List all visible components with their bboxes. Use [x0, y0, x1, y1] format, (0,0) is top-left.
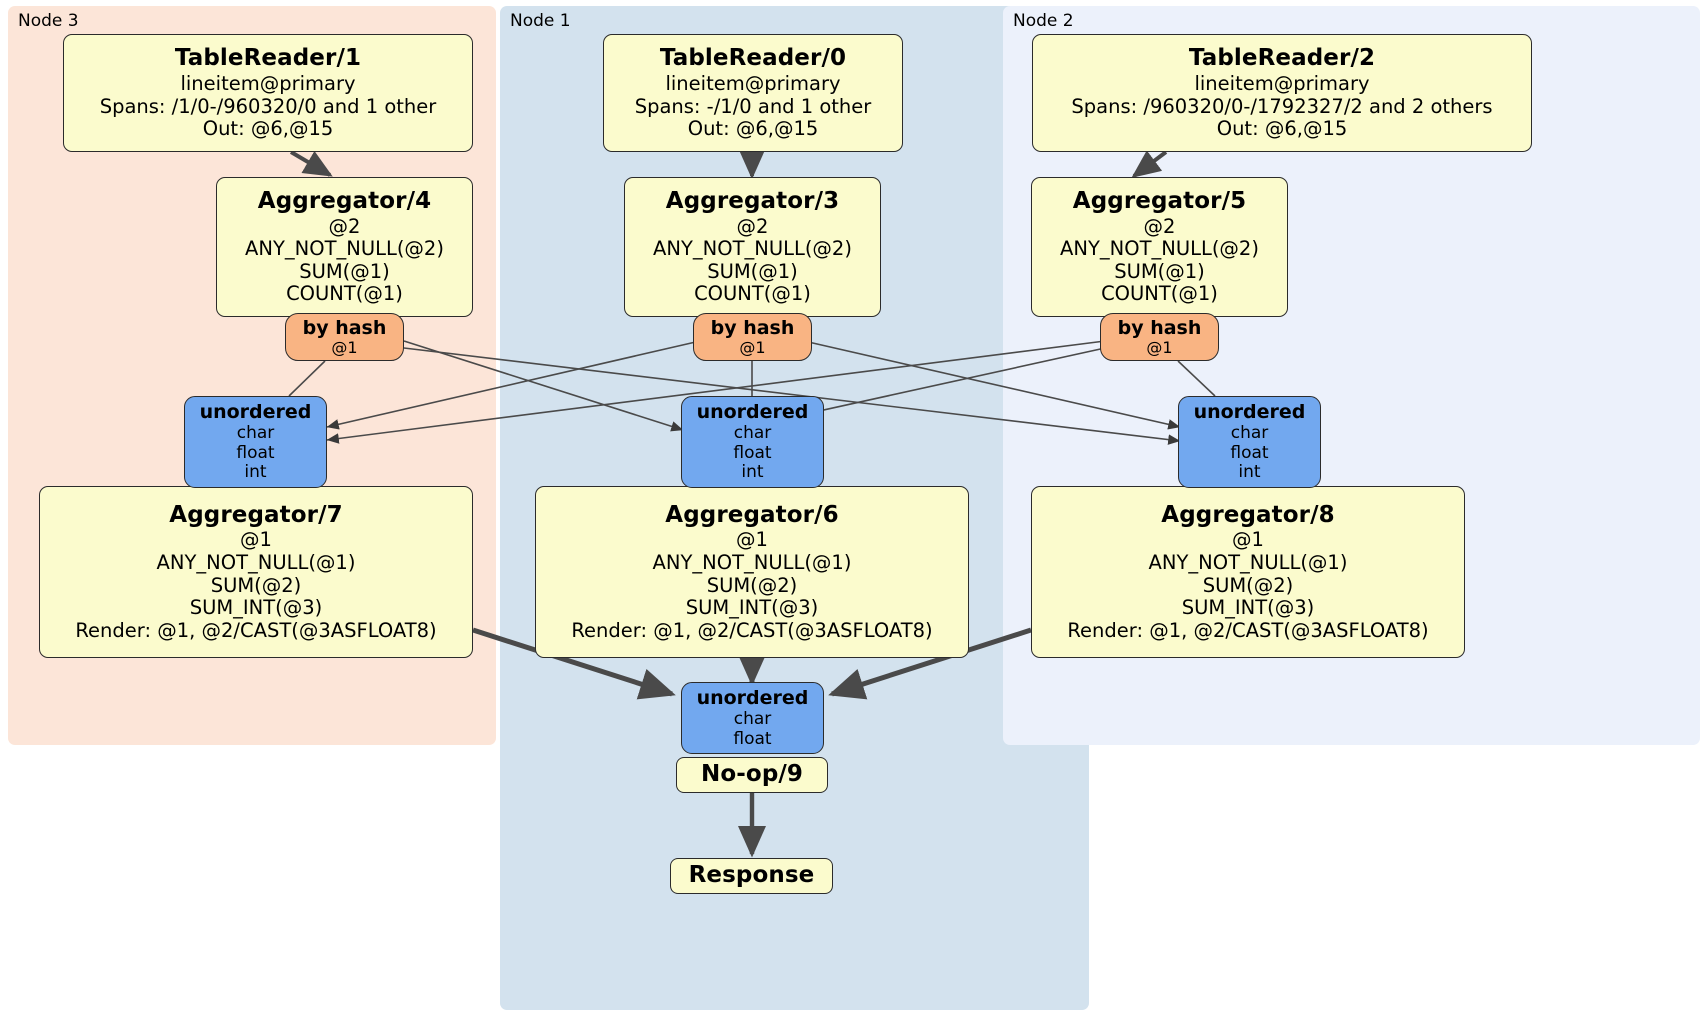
processor-detail: SUM_INT(@3): [685, 596, 819, 620]
router-by-hash-node1[interactable]: by hash @1: [693, 313, 812, 361]
processor-detail: Out: @6,@15: [1216, 117, 1348, 141]
router-detail: @1: [739, 337, 766, 357]
processor-title: TableReader/1: [174, 45, 362, 72]
processor-detail: ANY_NOT_NULL(@1): [1148, 550, 1348, 574]
processor-aggregator-4[interactable]: Aggregator/4 @2 ANY_NOT_NULL(@2) SUM(@1)…: [216, 177, 473, 317]
processor-tablereader-0[interactable]: TableReader/0 lineitem@primary Spans: -/…: [603, 34, 903, 152]
synchronizer-type: char: [733, 708, 772, 729]
processor-detail: SUM_INT(@3): [189, 596, 323, 620]
processor-detail: COUNT(@1): [694, 282, 811, 306]
synchronizer-type: int: [1238, 462, 1261, 483]
node-panel-label-node1: Node 1: [510, 11, 571, 31]
processor-title: Aggregator/8: [1161, 501, 1335, 528]
processor-detail: Spans: -/1/0 and 1 other: [634, 94, 872, 118]
processor-response[interactable]: Response: [670, 858, 833, 894]
synchronizer-unordered-final[interactable]: unordered char float: [681, 682, 824, 754]
synchronizer-unordered-node1[interactable]: unordered char float int: [681, 396, 824, 488]
node-panel-label-node3: Node 3: [18, 11, 79, 31]
processor-title: TableReader/2: [1188, 45, 1376, 72]
processor-title: Aggregator/6: [665, 501, 839, 528]
synchronizer-title: unordered: [696, 686, 809, 709]
processor-detail: lineitem@primary: [1194, 71, 1370, 95]
processor-title: TableReader/0: [659, 45, 847, 72]
processor-detail: ANY_NOT_NULL(@2): [653, 237, 852, 261]
processor-aggregator-8[interactable]: Aggregator/8 @1 ANY_NOT_NULL(@1) SUM(@2)…: [1031, 486, 1465, 658]
synchronizer-unordered-node3[interactable]: unordered char float int: [184, 396, 327, 488]
synchronizer-title: unordered: [199, 400, 312, 423]
processor-title: Aggregator/7: [169, 501, 343, 528]
processor-detail: Render: @1, @2/CAST(@3ASFLOAT8): [1067, 618, 1429, 642]
node-panel-label-node2: Node 2: [1013, 11, 1074, 31]
processor-aggregator-6[interactable]: Aggregator/6 @1 ANY_NOT_NULL(@1) SUM(@2)…: [535, 486, 969, 658]
synchronizer-type: float: [1230, 442, 1269, 463]
processor-detail: Out: @6,@15: [687, 117, 819, 141]
processor-detail: lineitem@primary: [665, 71, 841, 95]
processor-detail: Render: @1, @2/CAST(@3ASFLOAT8): [75, 618, 437, 642]
synchronizer-type: char: [1230, 422, 1269, 443]
processor-detail: ANY_NOT_NULL(@1): [652, 550, 852, 574]
processor-detail: Spans: /960320/0-/1792327/2 and 2 others: [1071, 94, 1493, 118]
synchronizer-unordered-node2[interactable]: unordered char float int: [1178, 396, 1321, 488]
processor-detail: SUM_INT(@3): [1181, 596, 1315, 620]
processor-detail: SUM(@1): [707, 259, 798, 283]
processor-detail: COUNT(@1): [286, 282, 403, 306]
processor-detail: lineitem@primary: [180, 71, 356, 95]
processor-detail: SUM(@2): [706, 573, 798, 597]
processor-detail: @2: [736, 214, 769, 238]
processor-detail: SUM(@1): [299, 259, 390, 283]
synchronizer-type: float: [733, 442, 772, 463]
processor-detail: @1: [1232, 528, 1264, 552]
processor-aggregator-7[interactable]: Aggregator/7 @1 ANY_NOT_NULL(@1) SUM(@2)…: [39, 486, 473, 658]
processor-detail: COUNT(@1): [1101, 282, 1218, 306]
processor-detail: Out: @6,@15: [202, 117, 334, 141]
synchronizer-title: unordered: [1193, 400, 1306, 423]
processor-aggregator-3[interactable]: Aggregator/3 @2 ANY_NOT_NULL(@2) SUM(@1)…: [624, 177, 881, 317]
processor-detail: @1: [240, 528, 272, 552]
processor-title: No-op/9: [701, 761, 803, 788]
processor-detail: SUM(@1): [1114, 259, 1205, 283]
router-by-hash-node3[interactable]: by hash @1: [285, 313, 404, 361]
synchronizer-title: unordered: [696, 400, 809, 423]
synchronizer-type: char: [236, 422, 275, 443]
processor-title: Aggregator/3: [665, 187, 840, 214]
processor-detail: @2: [328, 214, 361, 238]
router-title: by hash: [302, 316, 387, 339]
processor-detail: @2: [1143, 214, 1176, 238]
router-title: by hash: [710, 316, 795, 339]
synchronizer-type: float: [236, 442, 275, 463]
synchronizer-type: int: [244, 462, 267, 483]
processor-detail: Render: @1, @2/CAST(@3ASFLOAT8): [571, 618, 933, 642]
synchronizer-type: float: [733, 728, 772, 749]
processor-detail: ANY_NOT_NULL(@1): [156, 550, 356, 574]
processor-tablereader-1[interactable]: TableReader/1 lineitem@primary Spans: /1…: [63, 34, 473, 152]
synchronizer-type: char: [733, 422, 772, 443]
processor-detail: ANY_NOT_NULL(@2): [245, 237, 444, 261]
router-by-hash-node2[interactable]: by hash @1: [1100, 313, 1219, 361]
router-detail: @1: [1146, 337, 1173, 357]
router-detail: @1: [331, 337, 358, 357]
processor-title: Aggregator/4: [257, 187, 432, 214]
router-title: by hash: [1117, 316, 1202, 339]
processor-noop-9[interactable]: No-op/9: [676, 757, 828, 793]
processor-title: Aggregator/5: [1072, 187, 1247, 214]
processor-title: Response: [688, 862, 815, 889]
processor-detail: Spans: /1/0-/960320/0 and 1 other: [99, 94, 437, 118]
processor-detail: SUM(@2): [210, 573, 302, 597]
processor-aggregator-5[interactable]: Aggregator/5 @2 ANY_NOT_NULL(@2) SUM(@1)…: [1031, 177, 1288, 317]
processor-tablereader-2[interactable]: TableReader/2 lineitem@primary Spans: /9…: [1032, 34, 1532, 152]
synchronizer-type: int: [741, 462, 764, 483]
processor-detail: SUM(@2): [1202, 573, 1294, 597]
processor-detail: @1: [736, 528, 768, 552]
processor-detail: ANY_NOT_NULL(@2): [1060, 237, 1259, 261]
